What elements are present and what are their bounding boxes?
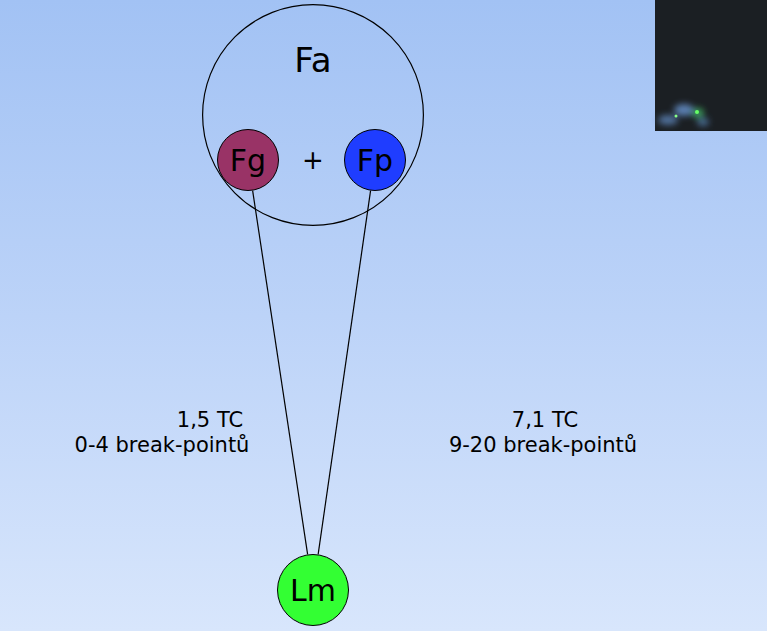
node-label: Fa [202, 4, 424, 79]
inner-circle: Fg [217, 129, 279, 191]
photo-ground [655, 0, 767, 131]
node-label: Fg [230, 144, 266, 177]
edge-note: 1,5 TC [177, 409, 243, 432]
circle-outline [278, 555, 349, 626]
circle-outline [203, 5, 424, 226]
connector-line [253, 191, 308, 555]
edge-note: 9-20 break-pointů [449, 434, 637, 457]
outer-circle: FaFg Fp [202, 4, 424, 226]
chromosome-blob [658, 104, 709, 126]
edge-note: 7,1 TC [512, 409, 578, 432]
node-label: Fp [357, 144, 393, 177]
circle-outline [218, 130, 279, 191]
green-signal [675, 115, 678, 118]
green-circle: Lm [277, 554, 349, 626]
circle-outline [202, 4, 424, 226]
circle-outline [345, 130, 406, 191]
edge-note: 0-4 break-pointů [75, 434, 250, 457]
green-signal [695, 110, 699, 114]
node-label: Lm [290, 574, 336, 607]
plus-sign: + [302, 146, 324, 175]
connector-line [318, 191, 370, 555]
inner-circle: Fp [344, 129, 406, 191]
